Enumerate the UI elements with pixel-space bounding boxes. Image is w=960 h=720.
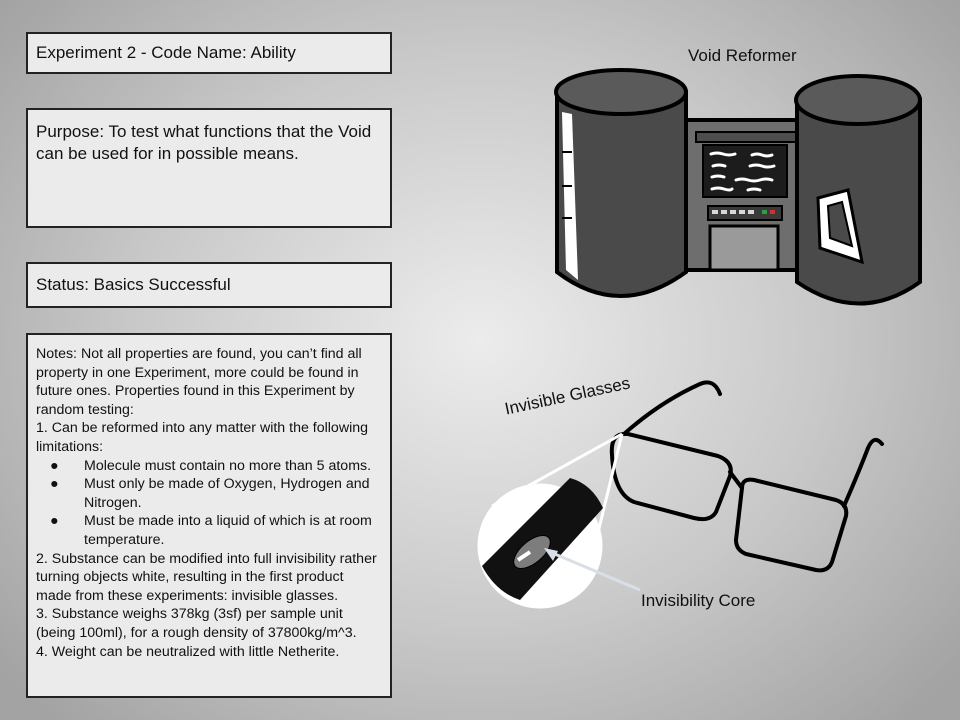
console-top-strip: [695, 131, 801, 143]
left-tank-gauge-ticks: [562, 151, 572, 219]
notes-point-2: 2. Substance can be modified into full i…: [36, 550, 377, 604]
purpose-text: Purpose: To test what functions that the…: [36, 122, 372, 163]
right-tank-top: [794, 74, 922, 126]
core-pointer-arrow: [549, 550, 641, 592]
glasses-left-temple: [622, 380, 722, 436]
green-indicator: [762, 210, 767, 214]
void-reformer-label: Void Reformer: [688, 46, 797, 65]
core-highlight: [516, 550, 532, 562]
notes-limitations-list: ● Molecule must contain no more than 5 at…: [36, 457, 382, 550]
notes-point-3: 3. Substance weighs 378kg (3sf) per samp…: [36, 606, 357, 641]
list-item: ● Must be made into a liquid of which is …: [36, 512, 382, 549]
glasses-drawing: [609, 380, 884, 573]
status-text: Status: Basics Successful: [36, 275, 231, 294]
bullet-icon: ●: [50, 476, 59, 493]
limitation-text: Must only be made of Oxygen, Hydrogen an…: [84, 476, 370, 511]
notes-intro: Notes: Not all properties are found, you…: [36, 346, 362, 418]
title-box: Experiment 2 - Code Name: Ability: [26, 32, 392, 74]
red-indicator: [770, 210, 775, 214]
limitation-text: Molecule must contain no more than 5 ato…: [84, 457, 372, 474]
invisibility-core-label: Invisibility Core: [641, 591, 756, 610]
keypad-keys: [712, 210, 754, 214]
bullet-icon: ●: [50, 513, 59, 530]
arrow-head-icon: [544, 548, 558, 561]
left-tank-body: [555, 90, 688, 298]
notes-box: Notes: Not all properties are found, you…: [26, 333, 392, 698]
right-tank-window-inner: [826, 200, 854, 248]
glasses-right-frame: [734, 477, 849, 573]
glasses-bridge: [728, 470, 744, 490]
list-item: ● Molecule must contain no more than 5 at…: [36, 457, 382, 476]
list-item: ● Must only be made of Oxygen, Hydrogen a…: [36, 475, 382, 512]
invisibility-core-shape: [513, 535, 551, 569]
screen-text-lines: [709, 151, 776, 192]
left-tank-top: [554, 68, 688, 116]
bullet-icon: ●: [50, 457, 59, 474]
left-tank-highlight: [562, 112, 578, 280]
experiment-title: Experiment 2 - Code Name: Ability: [36, 43, 296, 62]
glasses-right-temple: [842, 437, 884, 508]
notes-point-4: 4. Weight can be neutralized with little…: [36, 643, 340, 660]
glasses-left-frame: [609, 431, 733, 522]
console-door: [708, 224, 780, 272]
void-reformer-drawing: [554, 68, 922, 306]
limitation-text: Must be made into a liquid of which is a…: [84, 513, 372, 548]
purpose-box: Purpose: To test what functions that the…: [26, 108, 392, 228]
status-box: Status: Basics Successful: [26, 262, 392, 308]
magnifier-callout: [477, 432, 641, 609]
notes-point-1: 1. Can be reformed into any matter with …: [36, 420, 368, 455]
right-tank-body: [795, 98, 922, 306]
